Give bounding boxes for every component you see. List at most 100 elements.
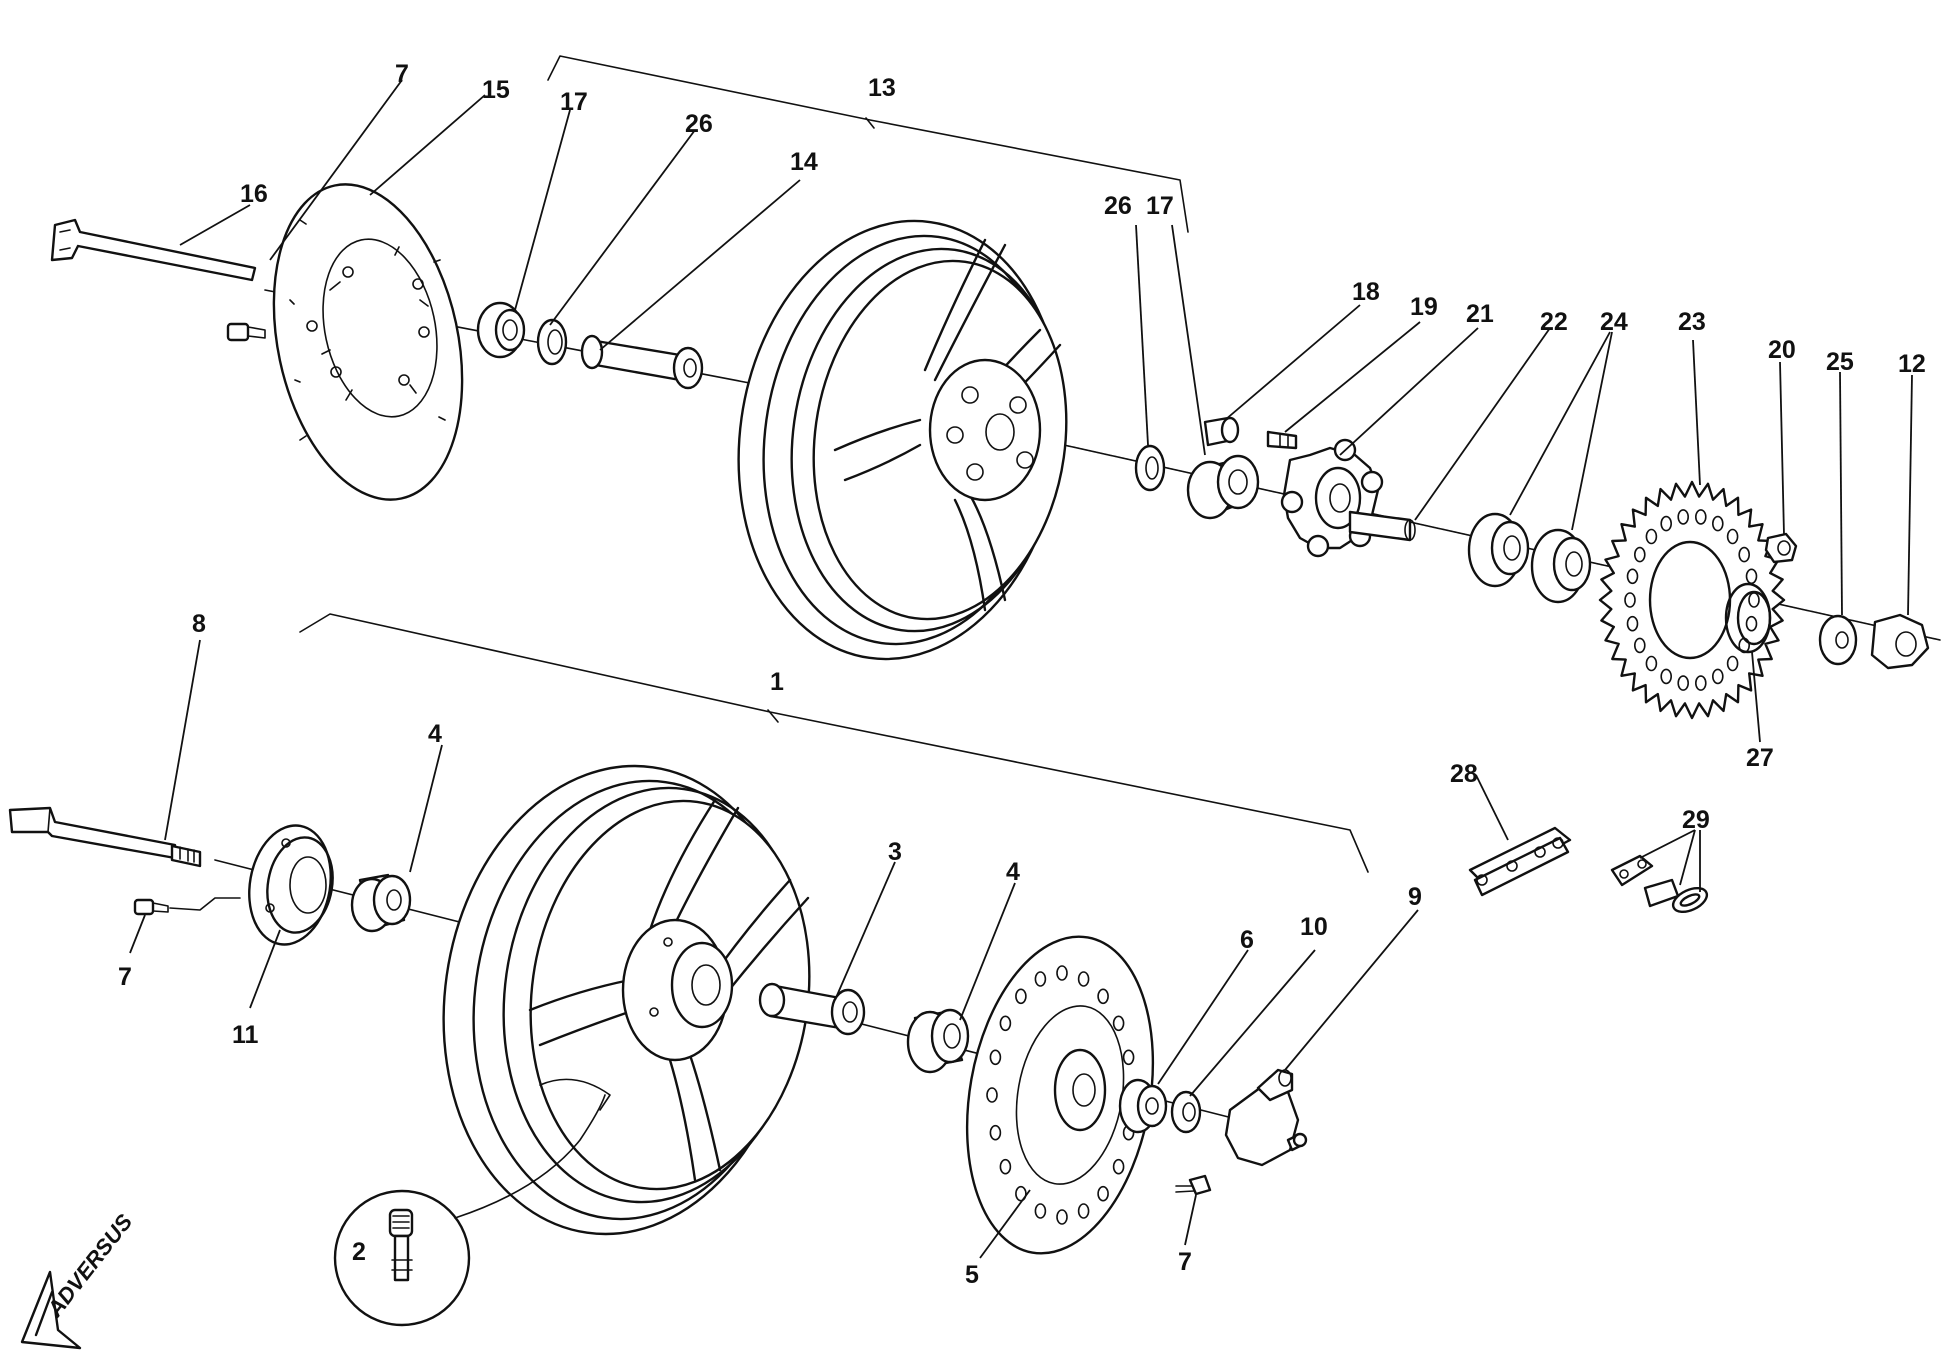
label-15: 15 xyxy=(482,76,510,104)
disc-vent-hole xyxy=(1112,1158,1125,1175)
front-spacer-tube xyxy=(758,982,866,1036)
front-bearing-left xyxy=(350,873,412,933)
sprocket-hole xyxy=(1738,546,1750,563)
sprocket-hole xyxy=(1634,637,1646,654)
sprocket-hole xyxy=(1626,615,1639,632)
label-7-top: 7 xyxy=(395,60,409,88)
label-28: 28 xyxy=(1450,760,1478,788)
label-21: 21 xyxy=(1466,300,1494,328)
sprocket-hole xyxy=(1645,528,1658,545)
sprocket-hole xyxy=(1624,592,1636,608)
sprocket-hole xyxy=(1712,515,1724,532)
label-7-left: 7 xyxy=(118,963,132,991)
rear-spacer-tube xyxy=(580,334,704,390)
label-10: 10 xyxy=(1300,913,1328,941)
speedometer-gearbox xyxy=(1224,1068,1308,1167)
label-23: 23 xyxy=(1678,308,1706,336)
disc-vent-hole xyxy=(1056,965,1068,981)
caliper-bolt xyxy=(133,897,241,916)
label-11: 11 xyxy=(232,1021,259,1049)
rear-wheel-assembly xyxy=(50,55,1941,914)
label-25: 25 xyxy=(1826,348,1854,376)
sprocket-carrier xyxy=(1280,438,1416,558)
label-4-left: 4 xyxy=(428,720,442,748)
rear-spacer-ring-right xyxy=(1134,444,1166,492)
rear-axle xyxy=(50,218,257,282)
front-brake-disc xyxy=(965,935,1155,1255)
label-4-right: 4 xyxy=(1006,858,1020,886)
label-18: 18 xyxy=(1352,278,1380,306)
chain-link xyxy=(1468,826,1572,897)
disc-vent-hole xyxy=(1015,1185,1027,1202)
disc-bolt xyxy=(226,322,266,342)
rear-brake-disc xyxy=(272,183,464,501)
label-19: 19 xyxy=(1410,293,1438,321)
sprocket-bushing xyxy=(1203,416,1240,447)
oil-seal xyxy=(1170,1090,1202,1134)
label-16: 16 xyxy=(240,180,268,208)
label-17-left: 17 xyxy=(560,88,588,116)
rear-bearing-left xyxy=(476,301,526,359)
disc-vent-hole xyxy=(999,1015,1012,1032)
rear-sprocket xyxy=(1598,480,1786,720)
logo-text: ADVERSUS xyxy=(42,1209,138,1322)
sprocket-hole xyxy=(1745,615,1758,632)
label-27: 27 xyxy=(1746,744,1774,772)
front-axle xyxy=(8,806,202,868)
sprocket-hole xyxy=(1660,515,1672,532)
sprocket-hole xyxy=(1677,509,1689,525)
disc-vent-hole xyxy=(989,1124,1002,1141)
carrier-bearings xyxy=(1467,512,1592,604)
circlip xyxy=(1724,582,1772,654)
bracket-13 xyxy=(547,55,1189,233)
disc-vent-hole xyxy=(999,1158,1012,1175)
label-6: 6 xyxy=(1240,926,1254,954)
sprocket-nut xyxy=(1764,532,1798,564)
adversus-logo: ADVERSUS xyxy=(20,1209,138,1350)
label-22: 22 xyxy=(1540,308,1568,336)
label-9: 9 xyxy=(1408,883,1422,911)
disc-vent-hole xyxy=(1077,971,1090,987)
sprocket-hole xyxy=(1712,668,1724,685)
label-26-left: 26 xyxy=(685,110,713,138)
disc-vent-hole xyxy=(1034,971,1047,987)
valve-detail xyxy=(333,1094,606,1327)
sprocket-hole xyxy=(1726,528,1739,545)
leader-lines xyxy=(129,79,1913,1259)
part-labels: 7 15 17 26 1 4 13 16 26 17 18 19 21 22 2 4… xyxy=(118,60,1926,1289)
label-2: 2 xyxy=(352,1238,366,1266)
rear-bearing-right xyxy=(1186,454,1260,520)
label-13: 13 xyxy=(868,74,896,102)
disc-vent-hole xyxy=(1097,988,1109,1005)
sprocket-hole xyxy=(1677,675,1689,691)
disc-vent-hole xyxy=(1034,1203,1047,1219)
disc-vent-hole xyxy=(989,1049,1002,1066)
label-12: 12 xyxy=(1898,350,1926,378)
label-26-right: 26 xyxy=(1104,192,1132,220)
disc-vent-hole xyxy=(1015,988,1027,1005)
axle-washer xyxy=(1818,614,1858,666)
sprocket-hole xyxy=(1634,546,1646,563)
disc-vent-hole xyxy=(1077,1203,1090,1219)
label-5: 5 xyxy=(965,1261,979,1289)
axle-nut xyxy=(1870,613,1930,670)
bracket-1 xyxy=(299,613,1369,873)
disc-bolt-front xyxy=(1175,1174,1212,1196)
label-7-bottom: 7 xyxy=(1178,1248,1192,1276)
sprocket-hole xyxy=(1726,655,1739,672)
label-17-right: 17 xyxy=(1146,192,1174,220)
disc-vent-hole xyxy=(1097,1185,1109,1202)
label-1: 1 xyxy=(770,668,784,696)
disc-vent-hole xyxy=(1122,1049,1135,1066)
front-bearing-right xyxy=(906,1008,970,1074)
sprocket-hole xyxy=(1626,568,1639,585)
speedometer-drive-plate xyxy=(248,824,334,946)
disc-vent-hole xyxy=(986,1087,998,1103)
disc-side-bearing xyxy=(1118,1078,1168,1134)
label-29: 29 xyxy=(1682,806,1710,834)
sprocket-hole xyxy=(1660,668,1672,685)
label-3: 3 xyxy=(888,838,902,866)
sprocket-hole xyxy=(1645,655,1658,672)
disc-vent-hole xyxy=(1112,1015,1125,1032)
